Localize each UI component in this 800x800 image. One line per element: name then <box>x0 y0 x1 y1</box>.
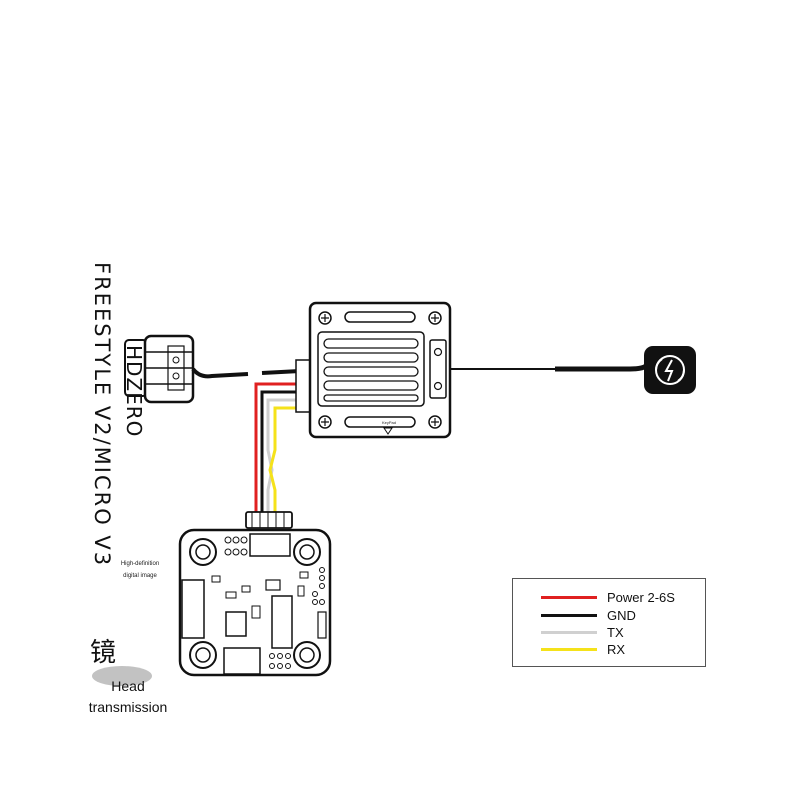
legend: Power 2-6S GND TX RX <box>512 578 706 667</box>
legend-swatch-tx <box>541 630 597 634</box>
digital-image-label: digital image <box>123 573 157 579</box>
legend-label-power: Power 2-6S <box>607 589 675 605</box>
camera-cable-end <box>261 369 301 375</box>
legend-item-power: Power 2-6S <box>541 589 675 605</box>
camera-brand-text: HDZERO <box>122 345 146 438</box>
fc-connector <box>245 511 293 529</box>
vtx-mark: KeyPad <box>382 420 397 425</box>
head-transmission-label: Head transmission <box>70 676 186 718</box>
legend-swatch-power <box>541 595 597 599</box>
legend-label-tx: TX <box>607 624 624 640</box>
flight-controller <box>178 528 332 677</box>
head-label: Head <box>111 678 145 694</box>
legend-item-gnd: GND <box>541 607 636 623</box>
chinese-char: 镜 <box>90 638 117 668</box>
legend-label-gnd: GND <box>607 607 636 623</box>
shadow-blob <box>92 666 152 686</box>
transmission-label: transmission <box>88 699 168 715</box>
antenna <box>644 346 696 394</box>
legend-label-rx: RX <box>607 641 626 657</box>
high-definition-label: High-definition <box>120 561 160 567</box>
wire-harness <box>254 382 300 512</box>
legend-swatch-rx <box>541 647 597 651</box>
vtx-connector <box>295 359 311 413</box>
legend-item-tx: TX <box>541 624 624 640</box>
vtx <box>308 301 452 439</box>
legend-item-rx: RX <box>541 641 625 657</box>
antenna-cable-thick <box>555 363 648 372</box>
legend-swatch-gnd <box>541 613 597 617</box>
camera-model-text: FREESTYLE V2/MICRO V3 <box>90 262 114 568</box>
camera-cable <box>191 367 249 379</box>
